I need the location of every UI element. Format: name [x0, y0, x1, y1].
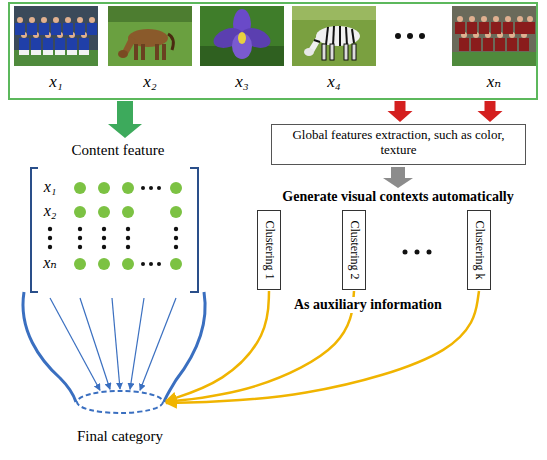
photo-horse — [108, 6, 192, 66]
row-label: xₙ — [43, 254, 57, 272]
process-box: Global features extraction, such as colo… — [271, 124, 526, 165]
sample-label: xₙ — [487, 72, 501, 92]
row-label: x₁ — [44, 178, 57, 196]
sample-label: x₄ — [327, 72, 340, 92]
block-arrow — [478, 101, 503, 122]
photo-zebra — [292, 6, 376, 66]
matrix-bracket — [31, 168, 198, 292]
photo-team-red — [452, 6, 536, 66]
auxiliary-arrow — [166, 291, 269, 401]
photo-iris — [200, 6, 284, 66]
fan-arrows — [50, 298, 176, 390]
ellipsis-dots — [395, 33, 425, 39]
cluster-box: Clustering 1 — [257, 210, 281, 290]
grey-block-arrow — [383, 167, 413, 188]
final-category-ellipse: Final category — [55, 388, 185, 452]
ellipse-caption: Final category — [77, 428, 163, 445]
cluster-box: Clustering 2 — [342, 210, 366, 290]
edge-note: As auxiliary information — [292, 297, 444, 313]
content-feature-matrix: Content feature x₁ x₂ xₙ — [22, 140, 206, 296]
auxiliary-arrow — [166, 291, 479, 403]
funnel-curves — [23, 292, 205, 402]
image-strip-box: x₁ x₂ x₃ x₄ xₙ — [8, 2, 538, 100]
box-text: Global features extraction, such as colo… — [277, 128, 520, 158]
cluster-text: Clustering 1 — [262, 221, 276, 280]
cluster-box: Clustering k — [467, 210, 491, 290]
matrix-heading: Content feature — [72, 142, 165, 159]
sample-label: x₃ — [235, 72, 248, 92]
row-label: x₂ — [44, 202, 57, 220]
section-heading: Generate visual contexts automatically — [280, 189, 515, 205]
block-arrow — [388, 101, 413, 122]
cluster-text: Clustering 2 — [347, 221, 361, 280]
cluster-text: Clustering k — [472, 221, 486, 280]
dashed-ellipse — [77, 391, 163, 413]
block-arrow — [108, 101, 142, 138]
ellipsis-dots — [403, 250, 432, 255]
sample-label: x₁ — [49, 72, 62, 92]
matrix-dots — [48, 182, 182, 270]
photo-team-blue — [14, 6, 98, 66]
sample-label: x₂ — [143, 72, 156, 92]
ellipse-outline — [55, 388, 185, 420]
